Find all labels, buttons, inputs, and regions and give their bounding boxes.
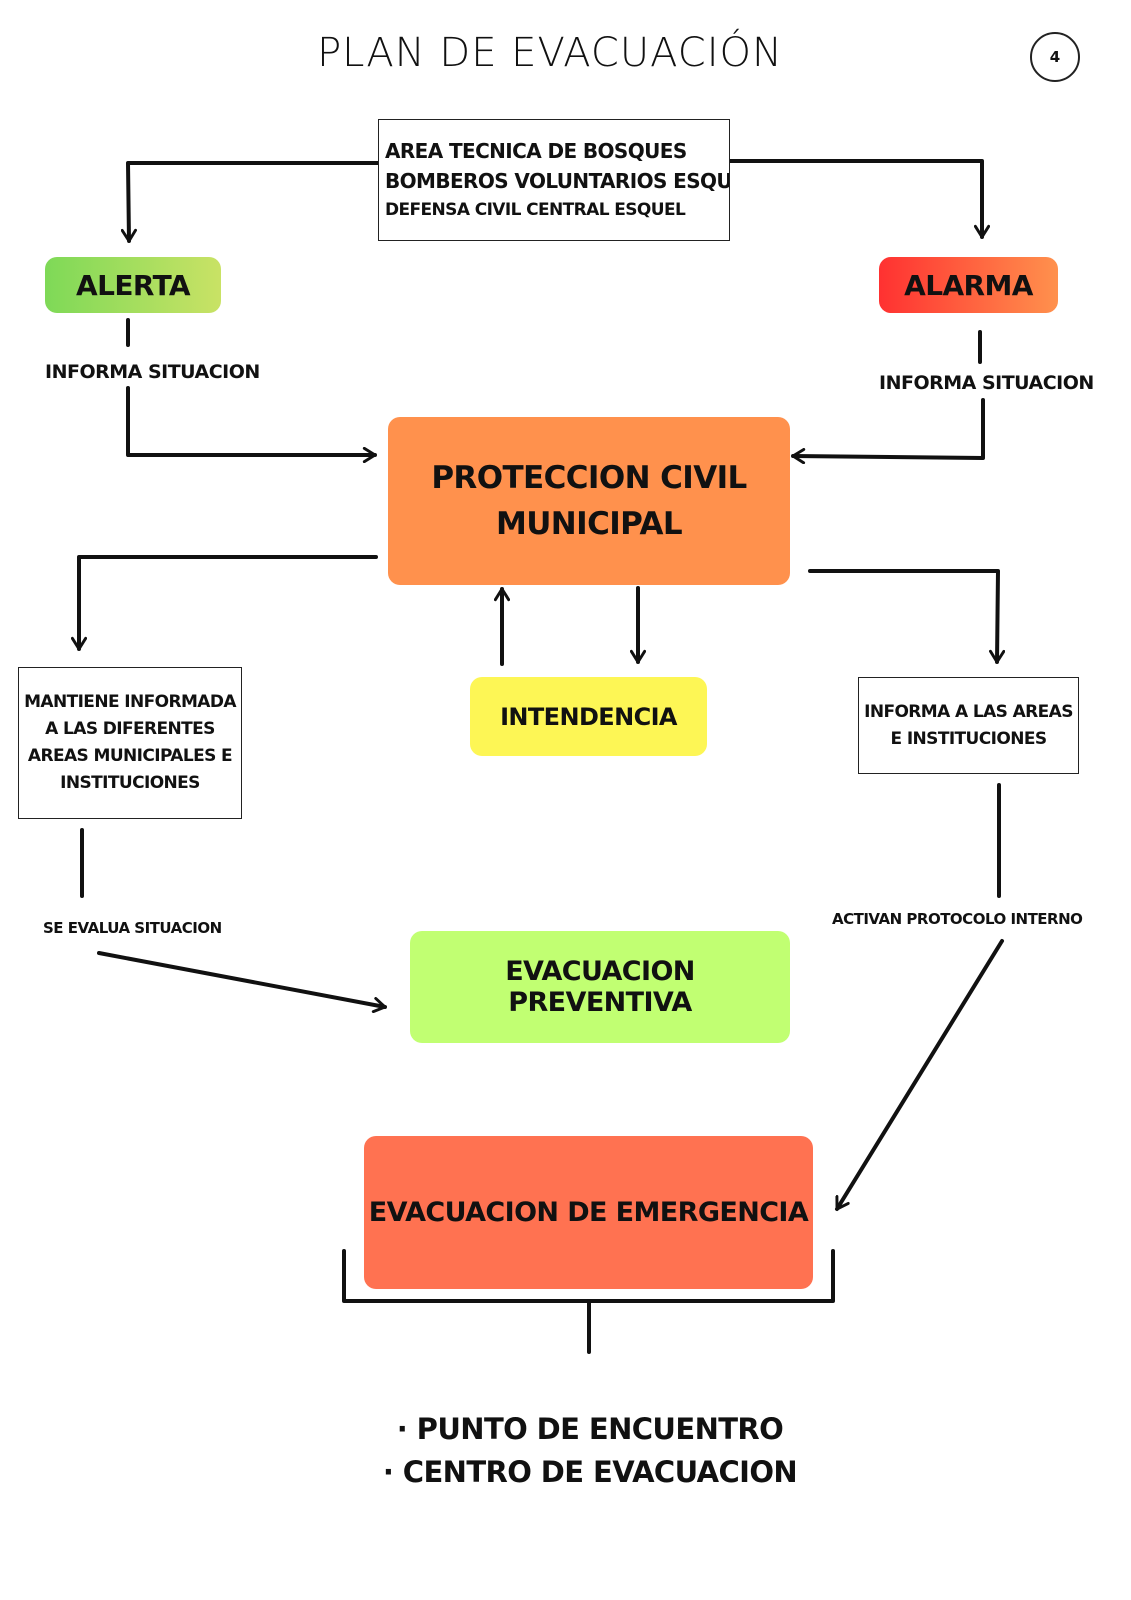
source-line: DEFENSA CIVIL CENTRAL ESQUEL [385,200,686,220]
intendencia-label: INTENDENCIA [500,702,677,731]
mantiene-box: MANTIENE INFORMADA A LAS DIFERENTES AREA… [18,667,242,819]
source-line: BOMBEROS VOLUNTARIOS ESQUEL [385,169,730,193]
arrow-activan-to-emergencia [835,939,1004,1211]
arrow-alarma-to-proteccion [791,398,985,458]
alarma-box: ALARMA [879,257,1058,313]
destination-item: · PUNTO DE ENCUENTRO [396,1412,784,1446]
arrow-proteccion-to-informa-areas [808,569,998,664]
alarma-label: ALARMA [904,268,1033,302]
destination-item: · CENTRO DE EVACUACION [382,1455,798,1489]
informa-areas-line: INFORMA A LAS AREAS [864,701,1073,722]
alerta-label: ALERTA [76,268,191,302]
informa-situacion-right: INFORMA SITUACION [879,372,1094,394]
informa-areas-line: E INSTITUCIONES [890,728,1048,749]
informa-areas-box: INFORMA A LAS AREAS E INSTITUCIONES [858,677,1079,774]
proteccion-line: MUNICIPAL [495,506,683,542]
arrow-sources-to-alerta [128,161,380,243]
informa-situacion-left: INFORMA SITUACION [45,361,260,383]
evacuacion-emergencia-box: EVACUACION DE EMERGENCIA [364,1136,813,1289]
source-line: AREA TECNICA DE BOSQUES [385,139,687,163]
arrow-alerta-to-proteccion [126,386,377,455]
activan-label: ACTIVAN PROTOCOLO INTERNO [832,910,1083,928]
alerta-box: ALERTA [45,257,221,313]
evacuacion-emergencia-label: EVACUACION DE EMERGENCIA [368,1197,809,1228]
intendencia-box: INTENDENCIA [470,677,707,756]
destinations-list: · PUNTO DE ENCUENTRO · CENTRO DE EVACUAC… [0,1408,1131,1494]
page-title: PLAN DE EVACUACIÓN [317,30,783,76]
arrow-evalua-to-preventiva [97,951,387,1007]
proteccion-civil-box: PROTECCION CIVIL MUNICIPAL [388,417,790,585]
se-evalua-label: SE EVALUA SITUACION [43,919,222,937]
mantiene-line: A LAS DIFERENTES [45,719,215,739]
mantiene-line: AREAS MUNICIPALES E [27,746,233,766]
arrow-proteccion-to-mantiene [79,555,378,651]
arrow-sources-to-alarma [728,159,982,239]
proteccion-line: PROTECCION CIVIL [431,460,747,496]
mantiene-line: INSTITUCIONES [60,773,200,793]
sources-box: AREA TECNICA DE BOSQUES BOMBEROS VOLUNTA… [378,119,730,241]
page-number: 4 [1030,32,1080,82]
evacuacion-preventiva-label: EVACUACION PREVENTIVA [505,956,695,1018]
mantiene-line: MANTIENE INFORMADA [24,692,236,712]
evacuacion-preventiva-box: EVACUACION PREVENTIVA [410,931,790,1043]
